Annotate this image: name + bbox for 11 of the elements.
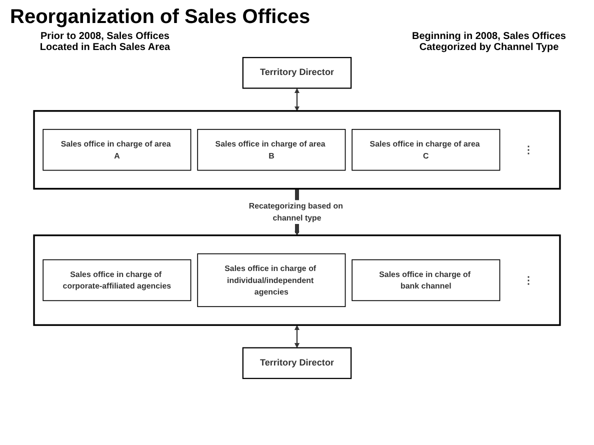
node-text: ⋮ [524,144,534,156]
arrow [294,88,300,112]
node-text: ⋮ [524,274,534,286]
node-box: Territory Director [242,56,352,89]
arrow [294,325,300,348]
cluster [33,234,561,326]
header-note: Beginning in 2008, Sales Offices Categorized by Channel Type [411,31,567,53]
title: Reorganization of Sales Offices [10,6,312,29]
node-box: Territory Director [242,347,352,380]
header-note: Prior to 2008, Sales Offices Located in Each Sales Area [38,31,172,53]
cluster [33,110,561,190]
